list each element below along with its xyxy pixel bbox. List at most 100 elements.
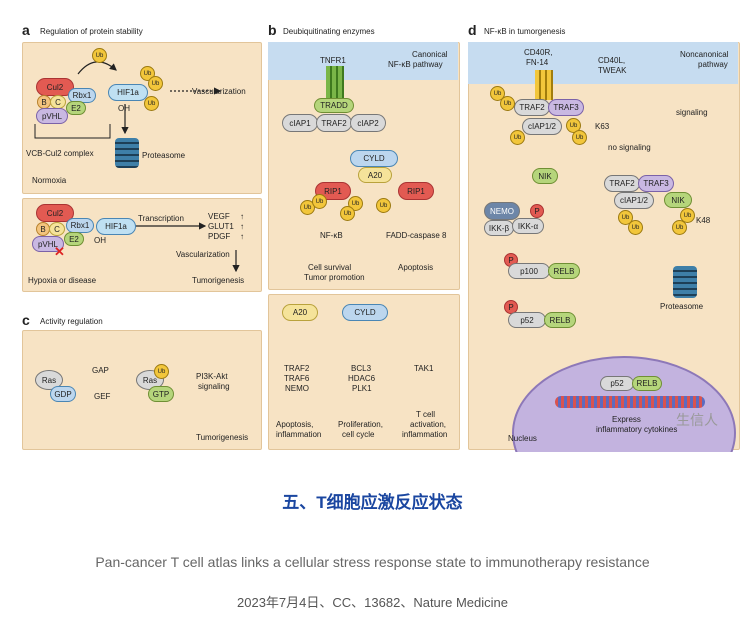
relb-protein: RELB [632,376,662,391]
out2-line-2: cell cycle [342,430,375,439]
panel-b-letter: b [268,22,277,38]
ciap12-protein: cIAP1/2 [614,192,654,209]
no-signaling-label: no signaling [608,143,651,152]
pdgf-label: PDGF [208,232,231,241]
traf2-protein: TRAF2 [604,175,640,192]
tumor-promotion-label: Tumor promotion [304,273,365,282]
gtp-molecule: GTP [148,386,174,402]
k63-label: K63 [595,122,610,131]
rbx1-protein: Rbx1 [68,88,96,103]
a20-protein: A20 [358,167,392,183]
gdp-molecule: GDP [50,386,76,402]
glut1-label: GLUT1 [208,222,234,231]
tnfr1-receptor [326,66,344,100]
vascularization-label: Vascularization [192,87,246,96]
cyld-protein: CYLD [342,304,388,321]
nik-protein: NIK [664,192,692,208]
ub-icon: Ub [572,130,587,145]
traf2-protein: TRAF2 [514,99,550,116]
ub-icon: Ub [628,220,643,235]
gap-label: GAP [92,366,109,375]
vcb-complex-label: VCB-Cul2 complex [26,149,94,158]
up-arrow-icon: ↑ [240,232,244,241]
signaling-label: signaling [676,108,708,117]
ikkb-protein: IKK-β [484,220,514,236]
hif1a-protein: HIF1a [108,84,148,101]
canonical-label: Canonical [412,50,448,59]
p52-protein: p52 [508,312,546,328]
up-arrow-icon: ↑ [240,222,244,231]
ub-icon: Ub [672,220,687,235]
out3-line-2: activation, [410,420,447,429]
pathway-label: NF-κB pathway [388,60,443,69]
k48-label: K48 [696,216,711,225]
watermark-text: 生信人 [676,412,718,428]
ciap2-protein: cIAP2 [350,114,386,132]
c-protein: C [49,222,65,236]
membrane [468,42,738,84]
nemo-protein: NEMO [484,202,520,220]
col1-target-1: TRAF2 [284,364,310,373]
signaling-label: signaling [198,382,230,391]
proteasome-label: Proteasome [660,302,704,311]
ub-icon: Ub [510,130,525,145]
panel-d-letter: d [468,22,477,38]
panel-c-letter: c [22,312,30,328]
apoptosis-label: Apoptosis [398,263,434,272]
ciap12-protein: cIAP1/2 [522,118,562,135]
tweak-label: TWEAK [598,66,627,75]
panel-c-title: Activity regulation [40,317,103,326]
oh-label: OH [94,236,106,245]
cd40l-label: CD40L, [598,56,626,65]
out1-line-2: inflammation [276,430,322,439]
proteasome-icon [673,266,697,298]
section-heading: 五、T细胞应激反应状态 [282,493,463,512]
ras-gdp-protein: Ras [35,370,63,390]
ub-icon: Ub [500,96,515,111]
rip1-right-protein: RIP1 [398,182,434,200]
inflammatory-cytokines-label: inflammatory cytokines [596,425,678,434]
a20-protein: A20 [282,304,318,321]
paper-title: Pan-cancer T cell atlas links a cellular… [95,554,650,570]
panel-a-title: Regulation of protein stability [40,27,143,36]
up-arrow-icon: ↑ [240,212,244,221]
pvhl-protein: pVHL [32,236,64,252]
rbx1-protein: Rbx1 [66,218,94,233]
vascularization-label: Vascularization [176,250,230,259]
ub-icon: Ub [92,48,107,63]
pi3k-akt-label: PI3K-Akt [196,372,228,381]
paper-meta: 2023年7月4日、CC、13682、Nature Medicine [237,595,508,610]
cell-survival-label: Cell survival [308,263,352,272]
cul2-protein: Cul2 [36,204,74,222]
pathway-label: pathway [698,60,728,69]
proteasome-label: Proteasome [142,151,186,160]
tumorigenesis-label: Tumorigenesis [192,276,245,285]
panel-a-letter: a [22,22,30,38]
gef-label: GEF [94,392,111,401]
tumorigenesis-label: Tumorigenesis [196,433,249,442]
ub-icon: Ub [566,118,581,133]
tradd-protein: TRADD [314,98,354,113]
nfkb-label: NF-κB [320,231,343,240]
hif1a-protein: HIF1a [96,218,136,235]
express-label: Express [612,415,641,424]
cd40r-receptor [535,70,553,100]
ub-icon: Ub [376,198,391,213]
out1-line-1: Apoptosis, [276,420,314,429]
ub-icon: Ub [144,96,159,111]
ikka-protein: IKK-α [512,218,544,234]
col2-target-1: BCL3 [351,364,372,373]
ub-icon: Ub [340,206,355,221]
ub-icon: Ub [148,76,163,91]
vegf-label: VEGF [208,212,230,221]
traf2-protein: TRAF2 [316,114,352,132]
col3-target-1: TAK1 [414,364,434,373]
p52-protein: p52 [600,376,634,391]
out3-line-1: T cell [416,410,435,419]
cyld-protein: CYLD [350,150,398,167]
p100-protein: p100 [508,263,550,279]
dna-helix-icon [555,396,705,408]
b-protein: B [36,222,50,236]
fadd-caspase8-label: FADD-caspase 8 [386,231,447,240]
traf3-protein: TRAF3 [638,175,674,192]
